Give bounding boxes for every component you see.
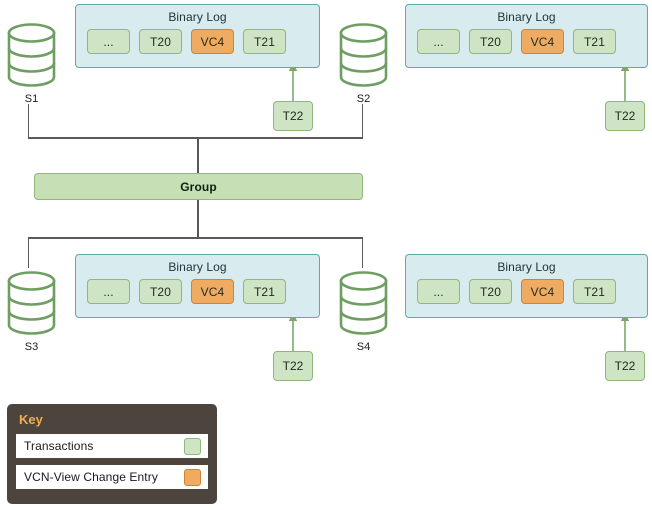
server-s1[interactable]: S1 xyxy=(4,20,59,105)
server-s2[interactable]: S2 xyxy=(336,20,391,105)
binary-log-title: Binary Log xyxy=(168,260,227,274)
binary-log-title: Binary Log xyxy=(497,10,556,24)
transaction-swatch-icon xyxy=(184,437,201,455)
vcn-swatch-icon xyxy=(184,468,201,486)
server-label: S4 xyxy=(356,341,371,353)
incoming-transaction-s2[interactable]: T22 xyxy=(605,101,645,131)
key-item-transactions: Transactions xyxy=(16,434,208,458)
key-item-label: VCN-View Change Entry xyxy=(24,470,158,484)
binary-log-s3: Binary Log ... T20 VC4 T21 xyxy=(75,254,320,318)
binlog-entry-ellipsis[interactable]: ... xyxy=(417,29,460,54)
connector-bottom-bus xyxy=(27,237,363,239)
binlog-entry-vc4[interactable]: VC4 xyxy=(191,29,234,54)
key-title: Key xyxy=(19,412,43,427)
binary-log-entries: ... T20 VC4 T21 xyxy=(87,279,319,304)
connector-group-to-bus xyxy=(197,199,199,238)
database-cylinder-icon xyxy=(339,23,388,87)
binary-log-entries: ... T20 VC4 T21 xyxy=(417,29,647,54)
binlog-entry-ellipsis[interactable]: ... xyxy=(87,29,130,54)
server-s4[interactable]: S4 xyxy=(336,268,391,353)
binlog-entry-t20[interactable]: T20 xyxy=(139,279,182,304)
binlog-entry-vc4[interactable]: VC4 xyxy=(191,279,234,304)
incoming-transaction-s1[interactable]: T22 xyxy=(273,101,313,131)
binlog-entry-vc4[interactable]: VC4 xyxy=(521,279,564,304)
binary-log-title: Binary Log xyxy=(497,260,556,274)
connector-s2-vertical xyxy=(361,104,364,138)
binary-log-s2: Binary Log ... T20 VC4 T21 xyxy=(405,4,648,68)
binlog-entry-vc4[interactable]: VC4 xyxy=(521,29,564,54)
binlog-entry-ellipsis[interactable]: ... xyxy=(417,279,460,304)
binlog-entry-t21[interactable]: T21 xyxy=(573,29,616,54)
connector-s3-vertical xyxy=(27,237,30,268)
incoming-transaction-s3[interactable]: T22 xyxy=(273,351,313,381)
binlog-entry-t21[interactable]: T21 xyxy=(573,279,616,304)
key-item-label: Transactions xyxy=(24,439,94,453)
key-legend: Key Transactions VCN-View Change Entry xyxy=(7,404,217,504)
database-cylinder-icon xyxy=(339,271,388,335)
key-item-vcn: VCN-View Change Entry xyxy=(16,465,208,489)
binary-log-entries: ... T20 VC4 T21 xyxy=(87,29,319,54)
connector-top-bus xyxy=(27,137,363,139)
binlog-entry-ellipsis[interactable]: ... xyxy=(87,279,130,304)
binary-log-s1: Binary Log ... T20 VC4 T21 xyxy=(75,4,320,68)
database-cylinder-icon xyxy=(7,271,56,335)
connector-bus-to-group xyxy=(197,137,199,174)
arrow-s3-t22-icon xyxy=(288,313,298,352)
server-s3[interactable]: S3 xyxy=(4,268,59,353)
group-box[interactable]: Group xyxy=(34,173,363,200)
connector-s4-vertical xyxy=(361,237,364,268)
server-label: S3 xyxy=(24,341,39,353)
binlog-entry-t21[interactable]: T21 xyxy=(243,29,286,54)
server-label: S2 xyxy=(356,93,371,105)
database-cylinder-icon xyxy=(7,23,56,87)
arrow-s4-t22-icon xyxy=(620,313,630,352)
binlog-entry-t21[interactable]: T21 xyxy=(243,279,286,304)
arrow-s2-t22-icon xyxy=(620,63,630,102)
arrow-s1-t22-icon xyxy=(288,63,298,102)
binlog-entry-t20[interactable]: T20 xyxy=(469,279,512,304)
binlog-entry-t20[interactable]: T20 xyxy=(469,29,512,54)
connector-s1-vertical xyxy=(27,104,30,138)
binary-log-s4: Binary Log ... T20 VC4 T21 xyxy=(405,254,648,318)
binary-log-title: Binary Log xyxy=(168,10,227,24)
binary-log-entries: ... T20 VC4 T21 xyxy=(417,279,647,304)
server-label: S1 xyxy=(24,93,39,105)
binlog-entry-t20[interactable]: T20 xyxy=(139,29,182,54)
incoming-transaction-s4[interactable]: T22 xyxy=(605,351,645,381)
